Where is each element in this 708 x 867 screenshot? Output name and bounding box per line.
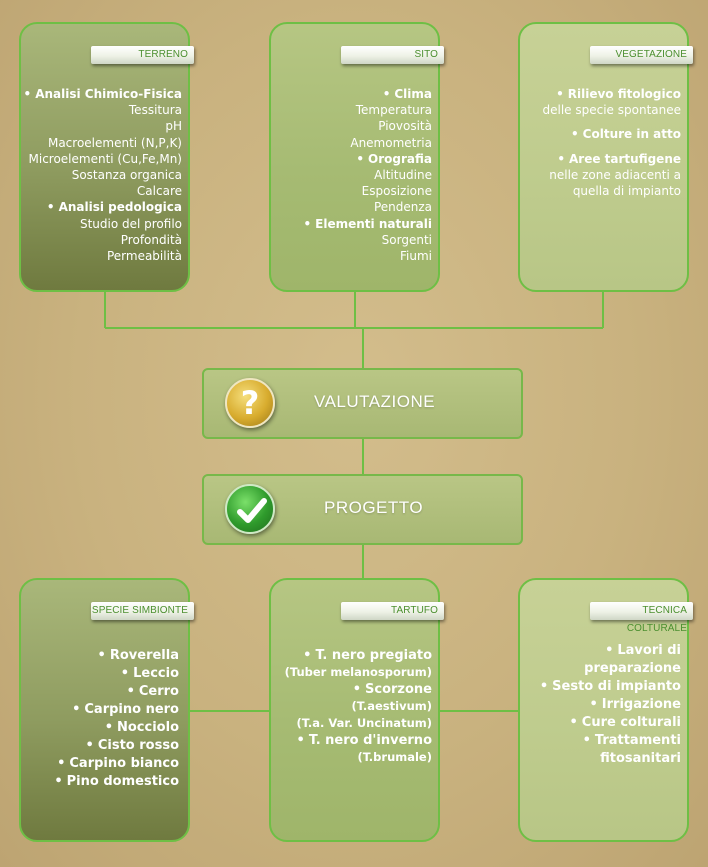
list-item: Sorgenti xyxy=(381,232,432,247)
list-item: •Analisi Chimico-Fisica xyxy=(23,87,182,101)
bullet-icon: • xyxy=(23,87,32,101)
specie-tag: SPECIE SIMBIONTE xyxy=(91,602,194,620)
bullet-icon: • xyxy=(539,679,549,694)
vegetazione-tag: VEGETAZIONE xyxy=(590,46,693,64)
list-item: Anemometria xyxy=(350,135,432,150)
list-item: (T.brumale) xyxy=(357,750,432,764)
tecnica-content: •Lavori di preparazione •Sesto di impian… xyxy=(540,642,681,768)
list-item: •Analisi pedologica xyxy=(46,200,182,215)
sito-content: •Clima Temperatura Piovosità Anemometria… xyxy=(304,86,433,264)
list-item: •Rilievo fitologico xyxy=(556,87,681,101)
list-item: (Tuber melanosporum) xyxy=(284,665,432,679)
list-item: Profondità xyxy=(120,232,182,247)
bullet-icon: • xyxy=(97,648,106,663)
bullet-icon: • xyxy=(120,666,130,681)
list-item: •Cerro xyxy=(126,684,179,699)
bullet-icon: • xyxy=(104,720,113,735)
list-item: •Cisto rosso xyxy=(85,738,179,753)
terreno-box: •Analisi Chimico-Fisica Tessitura pH Mac… xyxy=(19,22,190,292)
terreno-content: •Analisi Chimico-Fisica Tessitura pH Mac… xyxy=(24,86,182,264)
list-item: Macroelementi (N,P,K) xyxy=(47,135,182,150)
list-item: Pendenza xyxy=(373,200,432,215)
tartufo-box: •T. nero pregiato (Tuber melanosporum) •… xyxy=(269,578,440,842)
list-item: Temperatura xyxy=(355,103,432,118)
checkmark-icon xyxy=(225,484,275,534)
list-item: •Orografia xyxy=(356,151,432,166)
list-item: Permeabilità xyxy=(106,249,182,264)
list-item: •T. nero pregiato xyxy=(303,648,432,663)
list-item: Studio del profilo xyxy=(79,216,182,231)
list-item: •Sesto di impianto xyxy=(539,679,681,694)
bullet-icon: • xyxy=(303,648,312,663)
list-item: Altitudine xyxy=(374,168,432,183)
list-item: •Pino domestico xyxy=(54,774,179,789)
list-item: Tessitura xyxy=(128,103,182,118)
bullet-icon: • xyxy=(352,682,362,697)
bullet-icon: • xyxy=(72,702,81,717)
list-item: (T.a. Var. Uncinatum) xyxy=(296,716,432,730)
bullet-icon: • xyxy=(54,774,63,789)
terreno-tag: TERRENO xyxy=(91,46,194,64)
list-item: quella di impianto xyxy=(572,184,681,199)
bullet-icon: • xyxy=(557,151,565,166)
sito-tag: SITO xyxy=(341,46,444,64)
question-icon: ? xyxy=(225,378,275,428)
bullet-icon: • xyxy=(571,127,579,142)
list-item: Fiumi xyxy=(400,249,432,264)
vegetazione-box: •Rilievo fitologico delle specie spontan… xyxy=(518,22,689,292)
list-item: •Clima xyxy=(382,87,432,101)
list-item: •Aree tartufigene xyxy=(557,151,681,166)
list-item: Calcare xyxy=(136,184,182,199)
tartufo-content: •T. nero pregiato (Tuber melanosporum) •… xyxy=(285,647,432,766)
bullet-icon: • xyxy=(556,87,564,101)
list-item: fitosanitari xyxy=(600,751,681,766)
bullet-icon: • xyxy=(303,216,312,231)
list-item: (T.aestivum) xyxy=(351,699,433,713)
list-item: •Carpino bianco xyxy=(57,756,179,771)
bullet-icon: • xyxy=(85,738,94,753)
specie-box: •Roverella •Leccio •Cerro •Carpino nero … xyxy=(19,578,190,842)
list-item: •Nocciolo xyxy=(104,720,179,735)
list-item: preparazione xyxy=(584,661,681,676)
sito-box: •Clima Temperatura Piovosità Anemometria… xyxy=(269,22,440,292)
bullet-icon: • xyxy=(126,684,135,699)
list-item: Sostanza organica xyxy=(71,168,182,183)
list-item: •Cure colturali xyxy=(569,715,681,730)
specie-content: •Roverella •Leccio •Cerro •Carpino nero … xyxy=(54,647,179,791)
bullet-icon: • xyxy=(605,643,614,658)
bullet-icon: • xyxy=(46,200,55,215)
list-item: •Carpino nero xyxy=(72,702,179,717)
list-item: •Irrigazione xyxy=(589,697,681,712)
list-item: delle specie spontanee xyxy=(542,103,682,118)
list-item: •Colture in atto xyxy=(571,127,681,142)
list-item: Esposizione xyxy=(361,184,432,199)
list-item: •Leccio xyxy=(120,666,179,681)
list-item: nelle zone adiacenti a xyxy=(549,167,681,182)
bullet-icon: • xyxy=(296,733,305,748)
bullet-icon: • xyxy=(582,733,591,748)
tecnica-tag: TECNICA COLTURALE xyxy=(590,602,693,634)
vegetazione-content: •Rilievo fitologico delle specie spontan… xyxy=(543,86,682,199)
list-item: Piovosità xyxy=(378,119,432,134)
list-item: •Scorzone xyxy=(352,682,432,697)
tecnica-box: •Lavori di preparazione •Sesto di impian… xyxy=(518,578,689,842)
bullet-icon: • xyxy=(589,697,598,712)
list-item: •Roverella xyxy=(97,648,179,663)
tartufo-tag: TARTUFO xyxy=(341,602,444,620)
list-item: pH xyxy=(165,119,182,134)
list-item: Microelementi (Cu,Fe,Mn) xyxy=(28,151,183,166)
bullet-icon: • xyxy=(569,715,578,730)
list-item: •Trattamenti xyxy=(582,733,681,748)
list-item: •Elementi naturali xyxy=(303,216,433,231)
bullet-icon: • xyxy=(57,756,66,771)
bullet-icon: • xyxy=(382,87,391,101)
bullet-icon: • xyxy=(356,151,365,166)
list-item: •Lavori di xyxy=(605,643,681,658)
list-item: •T. nero d'inverno xyxy=(296,733,433,748)
progetto-label: PROGETTO xyxy=(324,498,424,517)
valutazione-label: VALUTAZIONE xyxy=(314,392,436,411)
